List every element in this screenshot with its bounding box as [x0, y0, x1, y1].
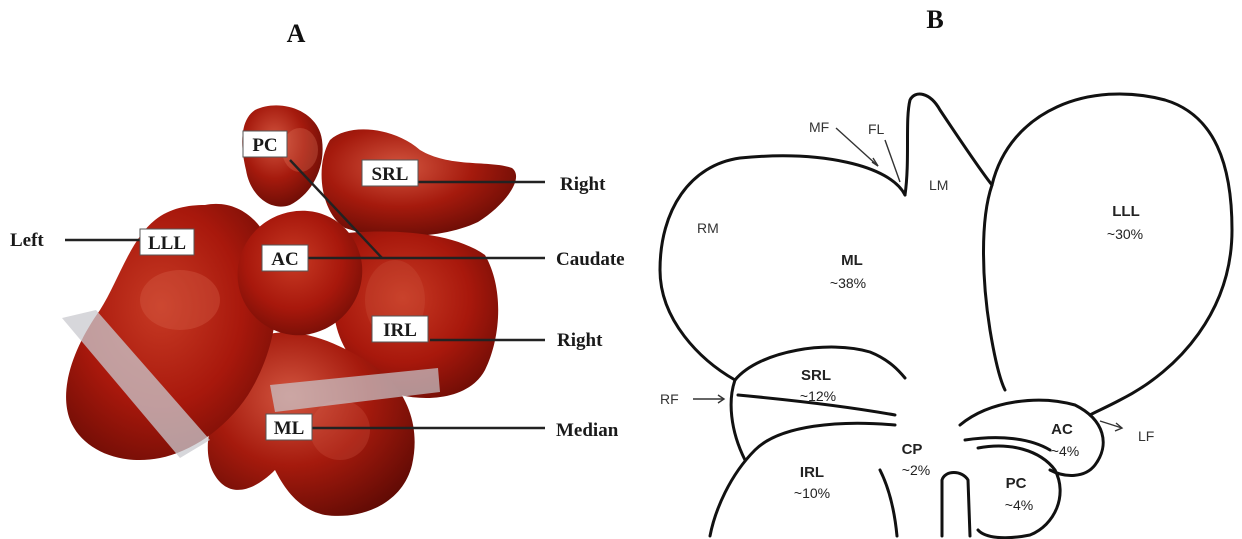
- ml-outline: [660, 156, 905, 380]
- label-srl: SRL: [372, 164, 409, 185]
- lobe-name-cp: CP: [902, 441, 923, 458]
- irl-right-boundary: [880, 470, 897, 536]
- lobe-name-srl: SRL: [801, 367, 831, 384]
- ml-lll-boundary: [984, 185, 1006, 390]
- rf-boundary: [731, 380, 745, 460]
- lll-outline: [992, 94, 1232, 415]
- lobe-pct-lll: ~30%: [1107, 226, 1143, 242]
- side-label-median: Median: [556, 420, 619, 441]
- liver-model: [62, 105, 516, 516]
- label-irl: IRL: [383, 320, 417, 341]
- panel-b: B: [660, 5, 1232, 538]
- label-pc: PC: [252, 135, 277, 156]
- lobe-pct-ml: ~38%: [830, 275, 866, 291]
- label-ac: AC: [271, 249, 298, 270]
- lobe-pct-ac: ~4%: [1051, 443, 1079, 459]
- landmark-lf: LF: [1138, 428, 1154, 444]
- label-ml: ML: [274, 418, 305, 439]
- landmark-rf: RF: [660, 391, 679, 407]
- label-lll: LLL: [148, 233, 186, 254]
- side-label-caudate: Caudate: [556, 249, 625, 270]
- panel-b-letter: B: [926, 5, 943, 34]
- cp-outline: [942, 473, 970, 537]
- lobe-name-ml: ML: [841, 252, 863, 269]
- lobe-outline-diagram: [660, 94, 1232, 538]
- landmark-lm: LM: [929, 177, 948, 193]
- lobe-pct-pc: ~4%: [1005, 497, 1033, 513]
- lobe-pct-irl: ~10%: [794, 485, 830, 501]
- landmark-fl: FL: [868, 121, 885, 137]
- lobe-name-ac: AC: [1051, 421, 1073, 438]
- lobe-name-pc: PC: [1006, 475, 1027, 492]
- side-label-left: Left: [10, 230, 44, 251]
- lobe-name-lll: LLL: [1112, 203, 1140, 220]
- fl-notch-outline: [905, 94, 992, 195]
- lobe-pct-cp: ~2%: [902, 462, 930, 478]
- lobe-name-irl: IRL: [800, 464, 824, 481]
- landmark-mf: MF: [809, 119, 829, 135]
- side-label-right-top: Right: [560, 174, 606, 195]
- lobe-pct-srl: ~12%: [800, 388, 836, 404]
- landmark-rm: RM: [697, 220, 719, 236]
- panel-a: A: [10, 19, 625, 516]
- side-label-right-mid: Right: [557, 330, 603, 351]
- panel-a-letter: A: [287, 19, 306, 48]
